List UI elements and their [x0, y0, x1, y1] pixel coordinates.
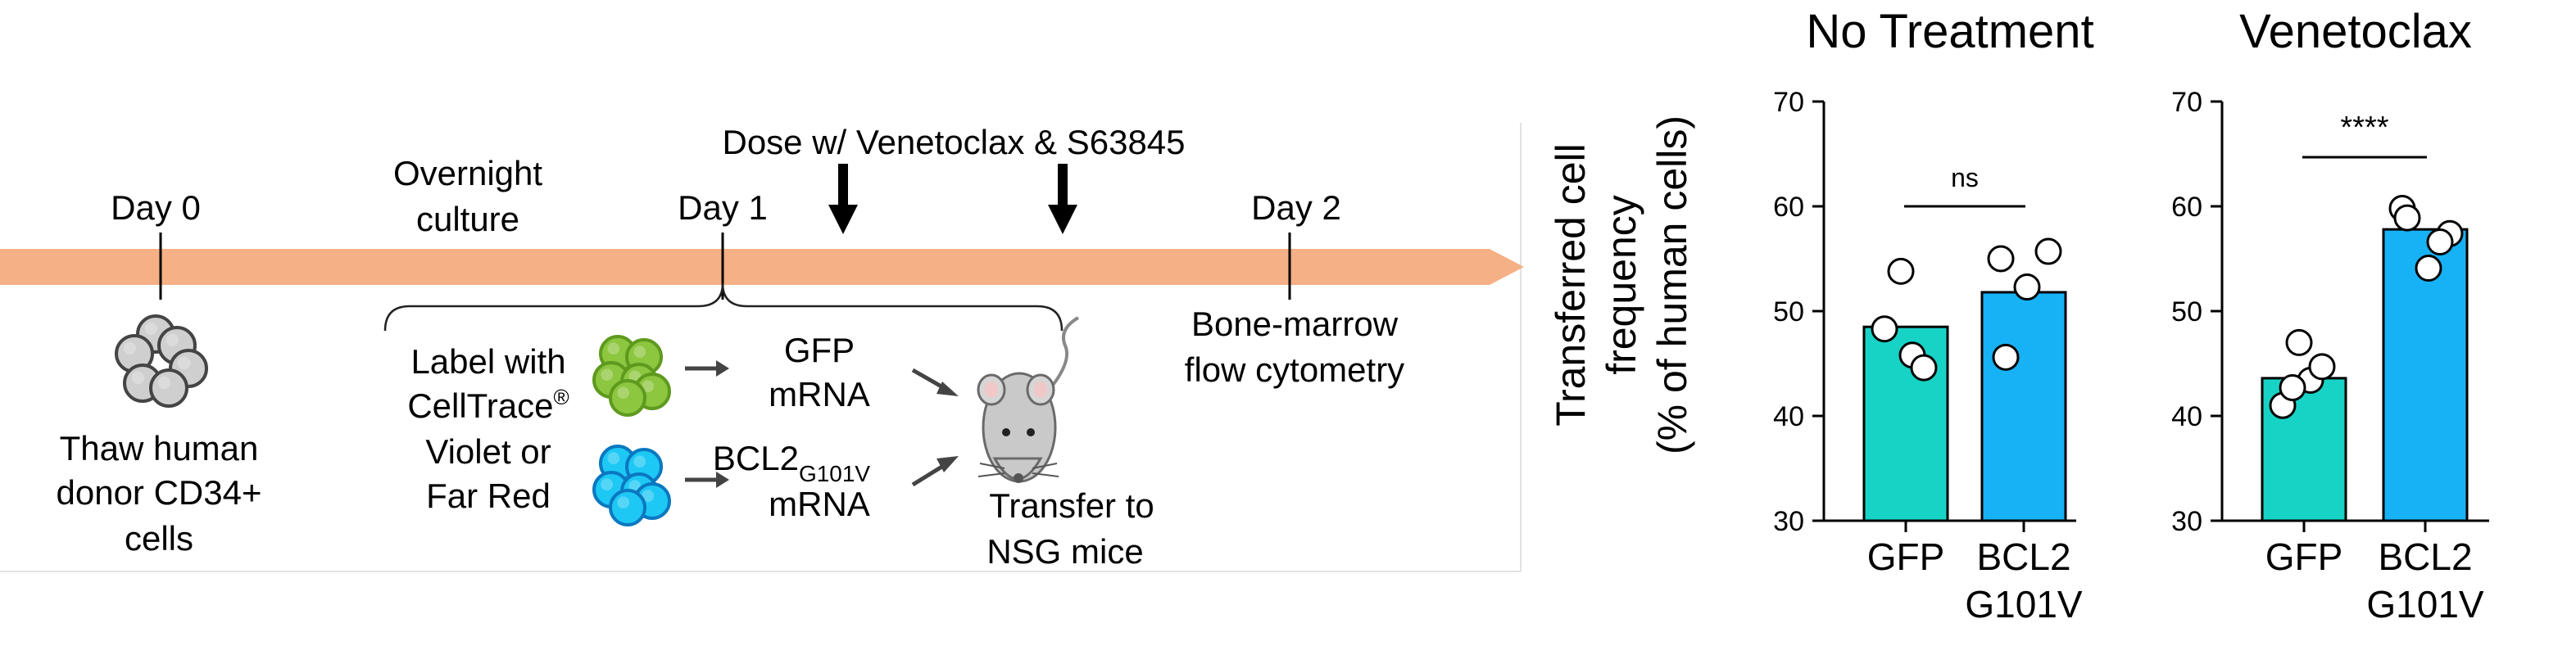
cell-highlight: [633, 346, 646, 359]
y-tick-label: 70: [2171, 87, 2202, 118]
cell-highlight: [601, 478, 614, 491]
y-tick-label: 40: [2171, 401, 2202, 432]
timeline-bar: [0, 249, 1524, 285]
cell-highlight: [642, 380, 655, 393]
label-with-line1: Label with: [410, 342, 565, 381]
data-point: [1871, 315, 1898, 343]
right-arrow-icon: [685, 360, 729, 377]
bar: [1980, 291, 2067, 522]
significance-label: ns: [1951, 163, 1979, 192]
cell-highlight: [601, 368, 614, 382]
data-point: [1910, 354, 1938, 382]
celltrace-line: CellTrace®: [407, 385, 569, 425]
y-axis-label-line1: Transferred cell: [1548, 143, 1594, 426]
y-tick-label: 50: [2171, 296, 2202, 328]
data-point: [2426, 228, 2454, 256]
data-point: [2393, 204, 2421, 232]
marrow-label-line1: Bone-marrow: [1191, 305, 1399, 343]
data-point: [2308, 353, 2336, 381]
y-tick-label: 60: [1773, 192, 1804, 223]
y-tick-label: 30: [2171, 506, 2202, 537]
cell-highlight: [157, 376, 171, 390]
chart-title: Venetoclax: [2239, 5, 2472, 58]
marrow-label-line2: flow cytometry: [1185, 350, 1404, 389]
label-with-line3: Violet or: [425, 432, 551, 471]
gfp-mrna-line2: mRNA: [769, 375, 870, 413]
cell-circle: [609, 489, 646, 526]
cell-highlight: [131, 371, 145, 385]
right-arrow-icon: [911, 456, 959, 487]
label-with-line4: Far Red: [426, 477, 551, 515]
y-tick-label: 70: [1773, 87, 1804, 118]
data-point: [1992, 343, 2020, 371]
cell-highlight: [123, 341, 137, 355]
data-point: [1887, 257, 1915, 285]
y-axis-label: Transferred cell frequency (% of human c…: [1548, 115, 1695, 454]
cell-highlight: [607, 342, 620, 355]
x-tick-label: G101V: [2366, 583, 2484, 626]
timeline-panel: Day 0 Overnight culture Day 1 Day 2 Dose…: [0, 123, 1524, 572]
data-point: [2279, 373, 2306, 401]
day1-label: Day 1: [678, 188, 768, 227]
y-axis-label-line2: frequency: [1599, 195, 1644, 375]
x-tick-label: BCL2: [1976, 535, 2070, 578]
overnight-label-line1: Overnight: [393, 154, 542, 192]
down-arrow-icon: [828, 164, 858, 234]
y-tick-label: 30: [1773, 506, 1804, 537]
chart-title: No Treatment: [1806, 5, 2093, 58]
gray-cell-cluster-icon: [115, 314, 208, 408]
y-tick-label: 40: [1773, 401, 1804, 432]
data-point: [2034, 237, 2062, 265]
bcl2-subscript: G101V: [799, 461, 870, 486]
cell-highlight: [607, 452, 620, 465]
y-axis-label-line3: (% of human cells): [1649, 115, 1695, 454]
cell-circle: [149, 368, 188, 408]
day2-label: Day 2: [1251, 188, 1341, 227]
x-tick-label: GFP: [2265, 535, 2343, 578]
mouse-icon: [977, 316, 1080, 483]
day0-label: Day 0: [111, 188, 201, 227]
thaw-label-line2: donor CD34+: [57, 473, 262, 512]
cell-circle: [609, 379, 646, 417]
thaw-label-line1: Thaw human: [60, 429, 259, 468]
overnight-label-line2: culture: [416, 200, 519, 238]
significance-label: ****: [2340, 111, 2388, 145]
cell-highlight: [633, 455, 646, 468]
cell-highlight: [642, 490, 655, 503]
y-tick-label: 60: [2171, 192, 2202, 223]
bcl2-mrna-line2: mRNA: [769, 485, 870, 523]
cell-highlight: [617, 496, 630, 509]
right-arrow-icon: [685, 472, 729, 488]
cell-highlight: [617, 386, 630, 400]
day1-brace: [383, 282, 1064, 332]
dose-label: Dose w/ Venetoclax & S63845: [722, 123, 1185, 161]
transfer-label-line1: Transfer to: [989, 486, 1154, 525]
data-point: [2013, 273, 2041, 301]
cell-highlight: [177, 356, 191, 370]
x-tick-label: G101V: [1965, 583, 2083, 626]
y-tick-label: 50: [1773, 296, 1804, 328]
data-point: [2415, 255, 2442, 282]
bcl2-mrna-line1: BCL2G101V: [713, 439, 871, 486]
data-point: [1987, 245, 2015, 273]
green-cell-cluster-icon: [592, 335, 671, 417]
transfer-label-line2: NSG mice: [986, 532, 1143, 571]
blue-cell-cluster-icon: [592, 445, 671, 526]
cell-highlight: [166, 333, 179, 347]
x-tick-label: GFP: [1867, 535, 1945, 578]
data-point: [2285, 328, 2313, 356]
cell-highlight: [144, 322, 158, 336]
gfp-mrna-line1: GFP: [784, 331, 855, 369]
registered-mark: ®: [553, 385, 569, 409]
down-arrow-icon: [1048, 164, 1077, 234]
x-tick-label: BCL2: [2378, 535, 2472, 578]
right-arrow-icon: [911, 368, 959, 396]
thaw-label-line3: cells: [125, 519, 193, 558]
